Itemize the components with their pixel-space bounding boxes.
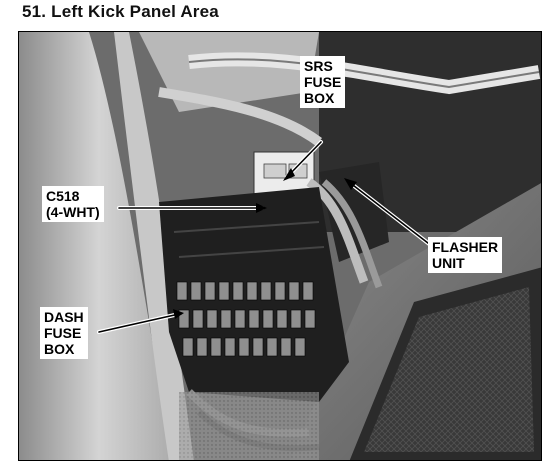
- section-title: 51. Left Kick Panel Area: [22, 2, 219, 21]
- srs-fuse-box-label: SRS FUSE BOX: [300, 56, 346, 108]
- dash-fuse-box-label: DASH FUSE BOX: [40, 307, 88, 359]
- c518-connector-label: C518 (4-WHT): [42, 186, 104, 222]
- flasher-unit-label: FLASHER UNIT: [428, 237, 503, 273]
- kick-panel-photo: [18, 31, 542, 461]
